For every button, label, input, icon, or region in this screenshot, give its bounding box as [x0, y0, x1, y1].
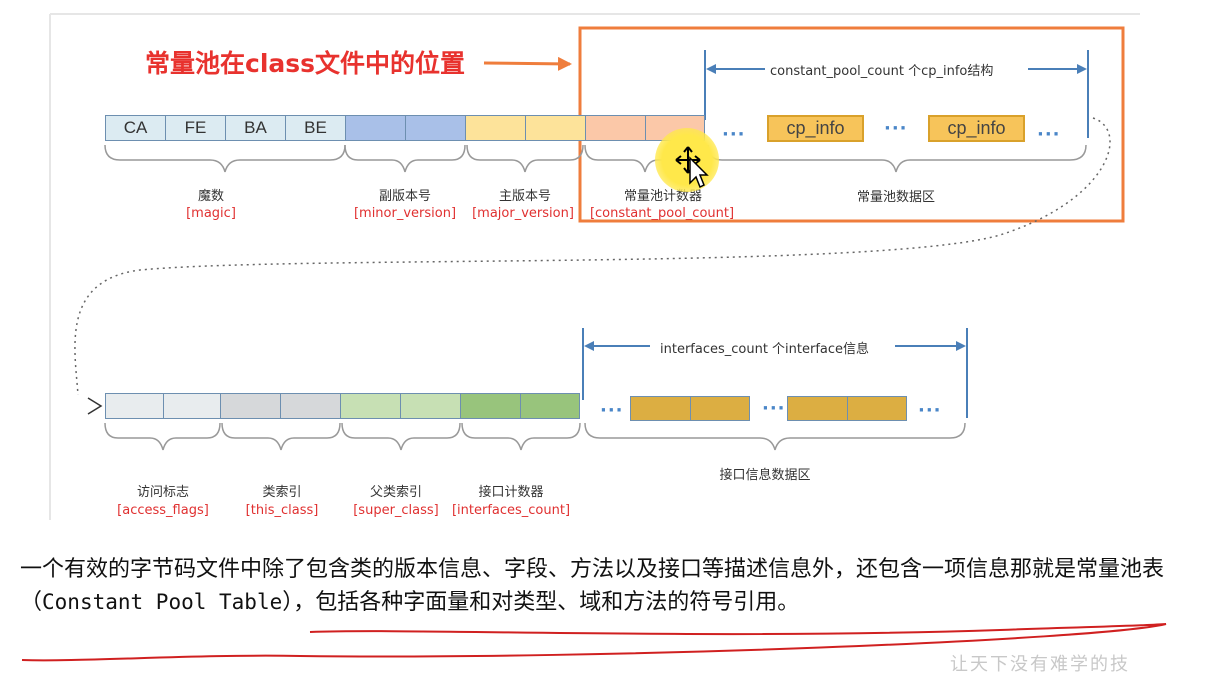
brace-major	[466, 144, 584, 173]
group-name: 魔数	[197, 189, 225, 204]
group-name: 父类索引	[369, 485, 423, 500]
magic-byte-cell: CA	[105, 115, 166, 141]
connector-arrowhead	[87, 397, 103, 415]
interface-ellipsis: ···	[600, 400, 624, 421]
pool-area-label: 常量池数据区	[856, 190, 936, 205]
description-text: 一个有效的字节码文件中除了包含类的版本信息、字段、方法以及接口等描述信息外，还包…	[20, 557, 1165, 615]
brace-access	[104, 422, 221, 451]
group-field: [interfaces_count]	[451, 503, 571, 518]
major-version-cell	[525, 115, 586, 141]
interfaces-count-cell	[520, 393, 580, 419]
group-field: [minor_version]	[353, 206, 457, 221]
group-field: [constant_pool_count]	[589, 206, 735, 221]
group-field: [magic]	[186, 206, 236, 221]
group-name: 主版本号	[498, 189, 552, 204]
minor-version-cell	[345, 115, 406, 141]
if-span-label: interfaces_count 个interface信息	[658, 338, 872, 357]
access-flags-cell	[163, 393, 221, 419]
interface-ellipsis: ···	[762, 398, 786, 419]
group-name: 访问标志	[136, 485, 190, 500]
description-code: Constant Pool Table	[42, 590, 283, 614]
description-text: ），包括各种字面量和对类型、域和方法的符号引用。	[282, 590, 800, 615]
cp-count-cell	[585, 115, 646, 141]
cp-ellipsis: ···	[722, 124, 746, 145]
cp-info-box: cp_info	[928, 115, 1025, 142]
page-title: 常量池在class文件中的位置	[145, 49, 466, 78]
cp-span-label: constant_pool_count 个cp_info结构	[768, 60, 996, 79]
brace-superclass	[341, 422, 461, 451]
group-name: 接口计数器	[478, 485, 544, 500]
cp-ellipsis: ···	[1037, 124, 1061, 145]
description-paragraph: 一个有效的字节码文件中除了包含类的版本信息、字段、方法以及接口等描述信息外，还包…	[20, 553, 1200, 619]
group-field: [major_version]	[472, 206, 574, 221]
cp-info-box: cp_info	[767, 115, 864, 142]
brace-magic	[104, 144, 346, 173]
interface-cell	[690, 396, 750, 421]
magic-byte-cell: FE	[165, 115, 226, 141]
super-class-cell	[340, 393, 401, 419]
cp-ellipsis: ···	[884, 118, 908, 139]
major-version-cell	[465, 115, 526, 141]
magic-byte-cell: BE	[285, 115, 346, 141]
red-underline	[21, 623, 1167, 662]
brace-minor	[344, 144, 466, 173]
move-cursor-icon	[675, 146, 709, 189]
interface-cell	[847, 396, 907, 421]
group-field: [access_flags]	[117, 503, 209, 518]
this-class-cell	[220, 393, 281, 419]
slide-frame	[49, 13, 1140, 520]
minor-version-cell	[405, 115, 466, 141]
interface-area-label: 接口信息数据区	[719, 468, 811, 483]
group-field: [super_class]	[353, 503, 439, 518]
group-name: 副版本号	[378, 189, 432, 204]
brace-thisclass	[221, 422, 341, 451]
brace-interfaces	[584, 422, 966, 451]
watermark: 让天下没有难学的技	[950, 654, 1130, 675]
access-flags-cell	[105, 393, 164, 419]
magic-byte-cell: BA	[225, 115, 286, 141]
brace-pool	[707, 144, 1087, 173]
title-arrow	[483, 56, 572, 71]
interface-ellipsis: ···	[918, 400, 942, 421]
group-name: 类索引	[262, 485, 302, 500]
connector-curve	[74, 117, 1111, 396]
super-class-cell	[400, 393, 461, 419]
group-name: 常量池计数器	[623, 189, 703, 204]
interface-cell	[787, 396, 848, 421]
group-field: [this_class]	[245, 503, 319, 518]
brace-ifcount	[461, 422, 581, 451]
interfaces-count-cell	[460, 393, 521, 419]
this-class-cell	[280, 393, 341, 419]
interface-cell	[630, 396, 691, 421]
